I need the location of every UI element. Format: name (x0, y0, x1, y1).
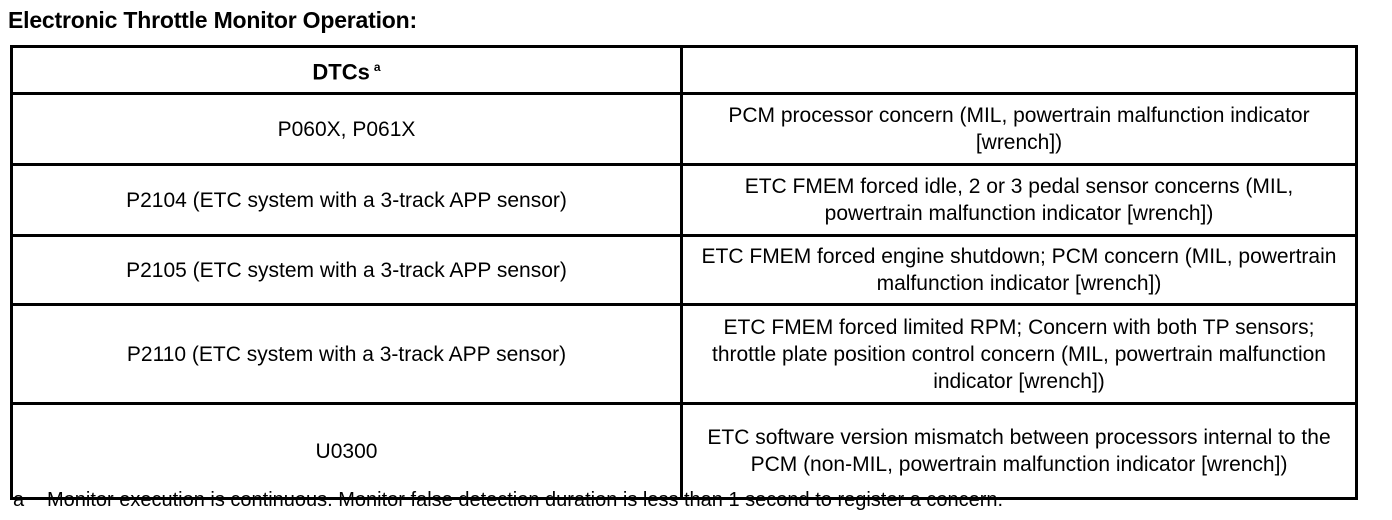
table-row: P060X, P061X PCM processor concern (MIL,… (10, 92, 1358, 166)
cell-dtc: P2110 (ETC system with a 3-track APP sen… (10, 303, 683, 405)
cell-description: PCM processor concern (MIL, powertrain m… (680, 92, 1358, 166)
column-header-dtcs-label: DTCs (312, 59, 370, 85)
table-row: U0300 ETC software version mismatch betw… (10, 402, 1358, 500)
cell-description: ETC FMEM forced idle, 2 or 3 pedal senso… (680, 163, 1358, 237)
table-row: P2104 (ETC system with a 3-track APP sen… (10, 163, 1358, 237)
cell-dtc: P060X, P061X (10, 92, 683, 166)
footnote-text: Monitor execution is continuous. Monitor… (47, 489, 1004, 511)
column-header-description (680, 45, 1358, 95)
table-row: P2105 (ETC system with a 3-track APP sen… (10, 234, 1358, 306)
page-title: Electronic Throttle Monitor Operation: (8, 7, 417, 33)
table-row: P2110 (ETC system with a 3-track APP sen… (10, 303, 1358, 405)
cell-description: ETC FMEM forced engine shutdown; PCM con… (680, 234, 1358, 306)
cell-description: ETC FMEM forced limited RPM; Concern wit… (680, 303, 1358, 405)
table-body: P060X, P061X PCM processor concern (MIL,… (10, 92, 1358, 500)
cell-dtc: P2104 (ETC system with a 3-track APP sen… (10, 163, 683, 237)
cell-dtc: P2105 (ETC system with a 3-track APP sen… (10, 234, 683, 306)
footnote-mark: a (13, 489, 25, 511)
cell-description: ETC software version mismatch between pr… (680, 402, 1358, 500)
cell-dtc: U0300 (10, 402, 683, 500)
footnote: a Monitor execution is continuous. Monito… (13, 487, 1003, 513)
footnote-marker-a: a (373, 60, 381, 75)
